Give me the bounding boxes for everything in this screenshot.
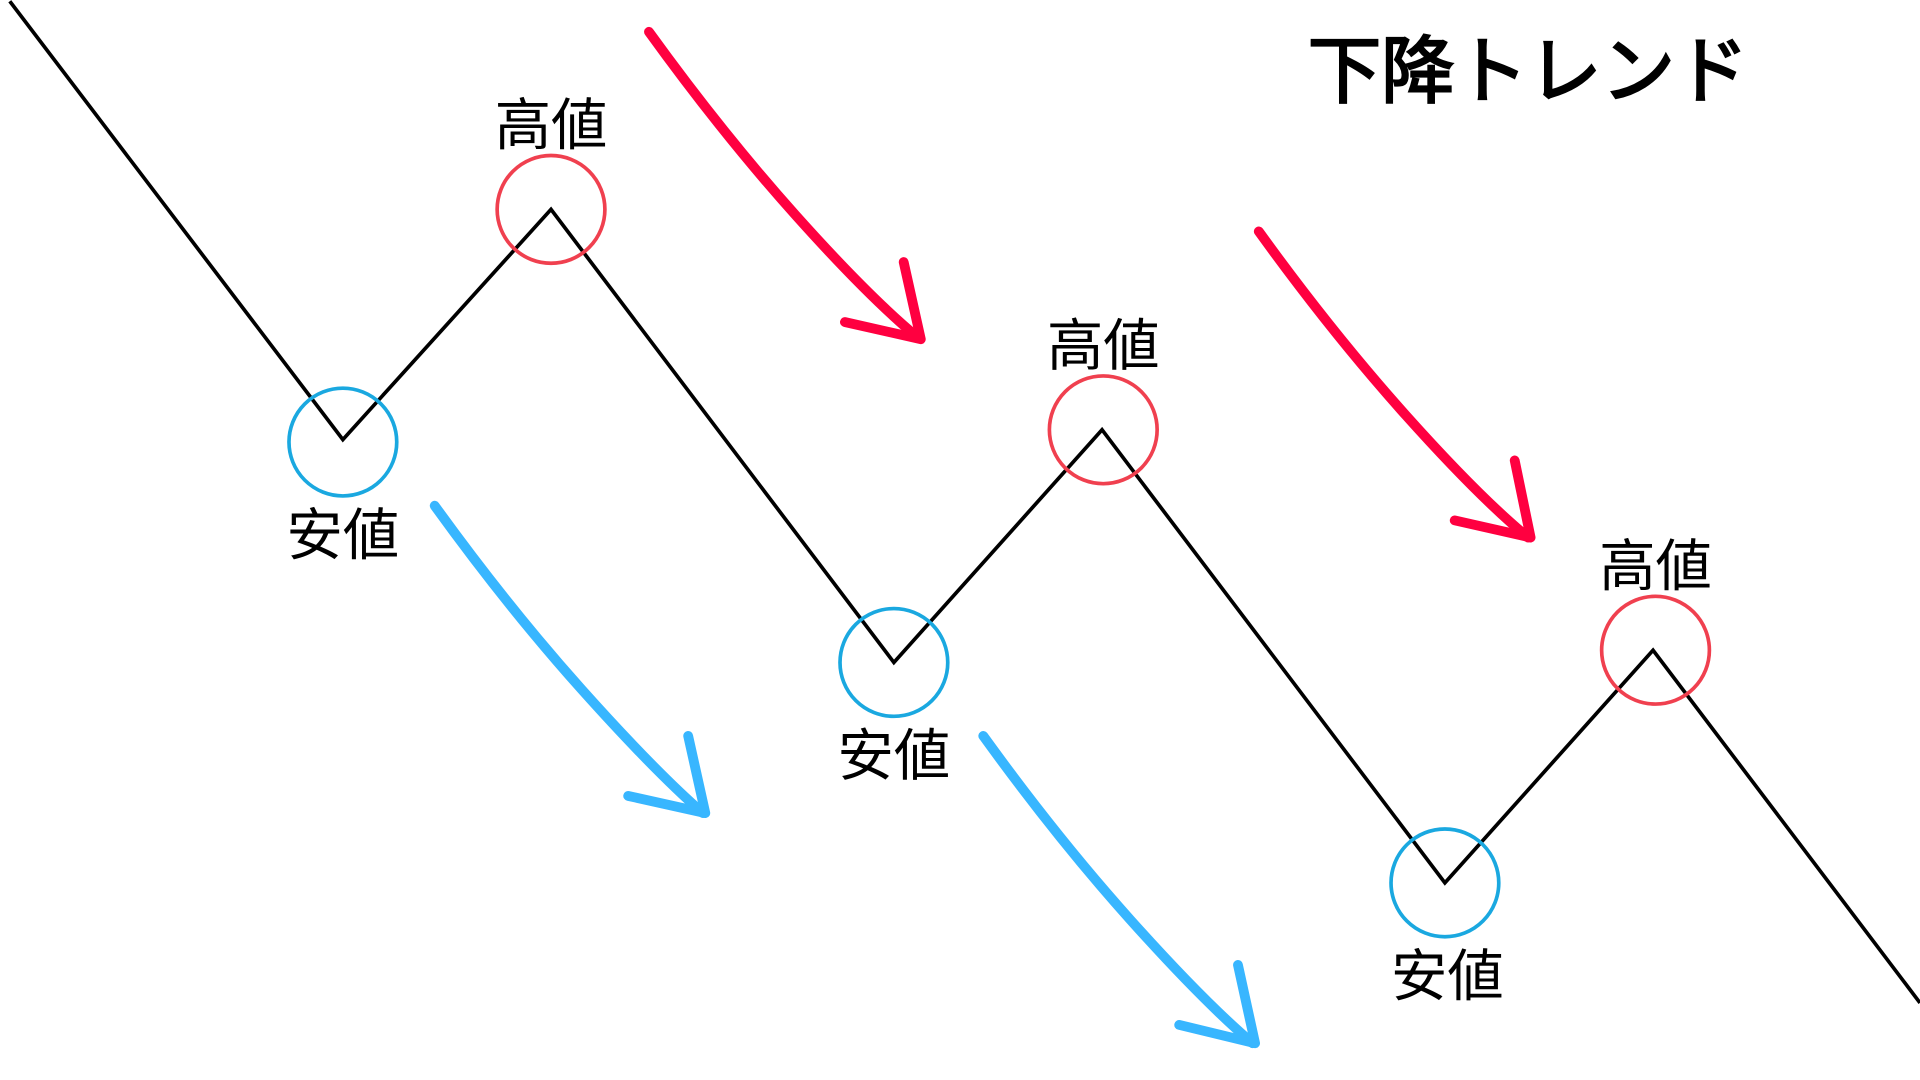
high-circle xyxy=(495,153,607,266)
low-circle xyxy=(1389,827,1501,939)
low-circle xyxy=(287,386,399,498)
low-down-arrow-icon xyxy=(429,500,711,818)
low-label: 安値 xyxy=(1391,945,1504,1010)
low-down-arrow-icon xyxy=(978,731,1260,1049)
low-circle xyxy=(838,606,950,719)
price-zigzag-line xyxy=(8,0,1920,1004)
high-down-arrow-icon xyxy=(644,26,926,345)
high-circle xyxy=(1047,374,1159,486)
high-down-arrow-icon xyxy=(1253,226,1536,543)
high-label: 高値 xyxy=(1047,314,1160,379)
low-label: 安値 xyxy=(287,504,400,569)
low-label: 安値 xyxy=(838,724,951,789)
high-label: 高値 xyxy=(495,93,608,158)
high-label: 高値 xyxy=(1599,534,1712,599)
diagram-title: 下降トレンド xyxy=(1308,30,1749,115)
high-circle xyxy=(1599,594,1712,706)
